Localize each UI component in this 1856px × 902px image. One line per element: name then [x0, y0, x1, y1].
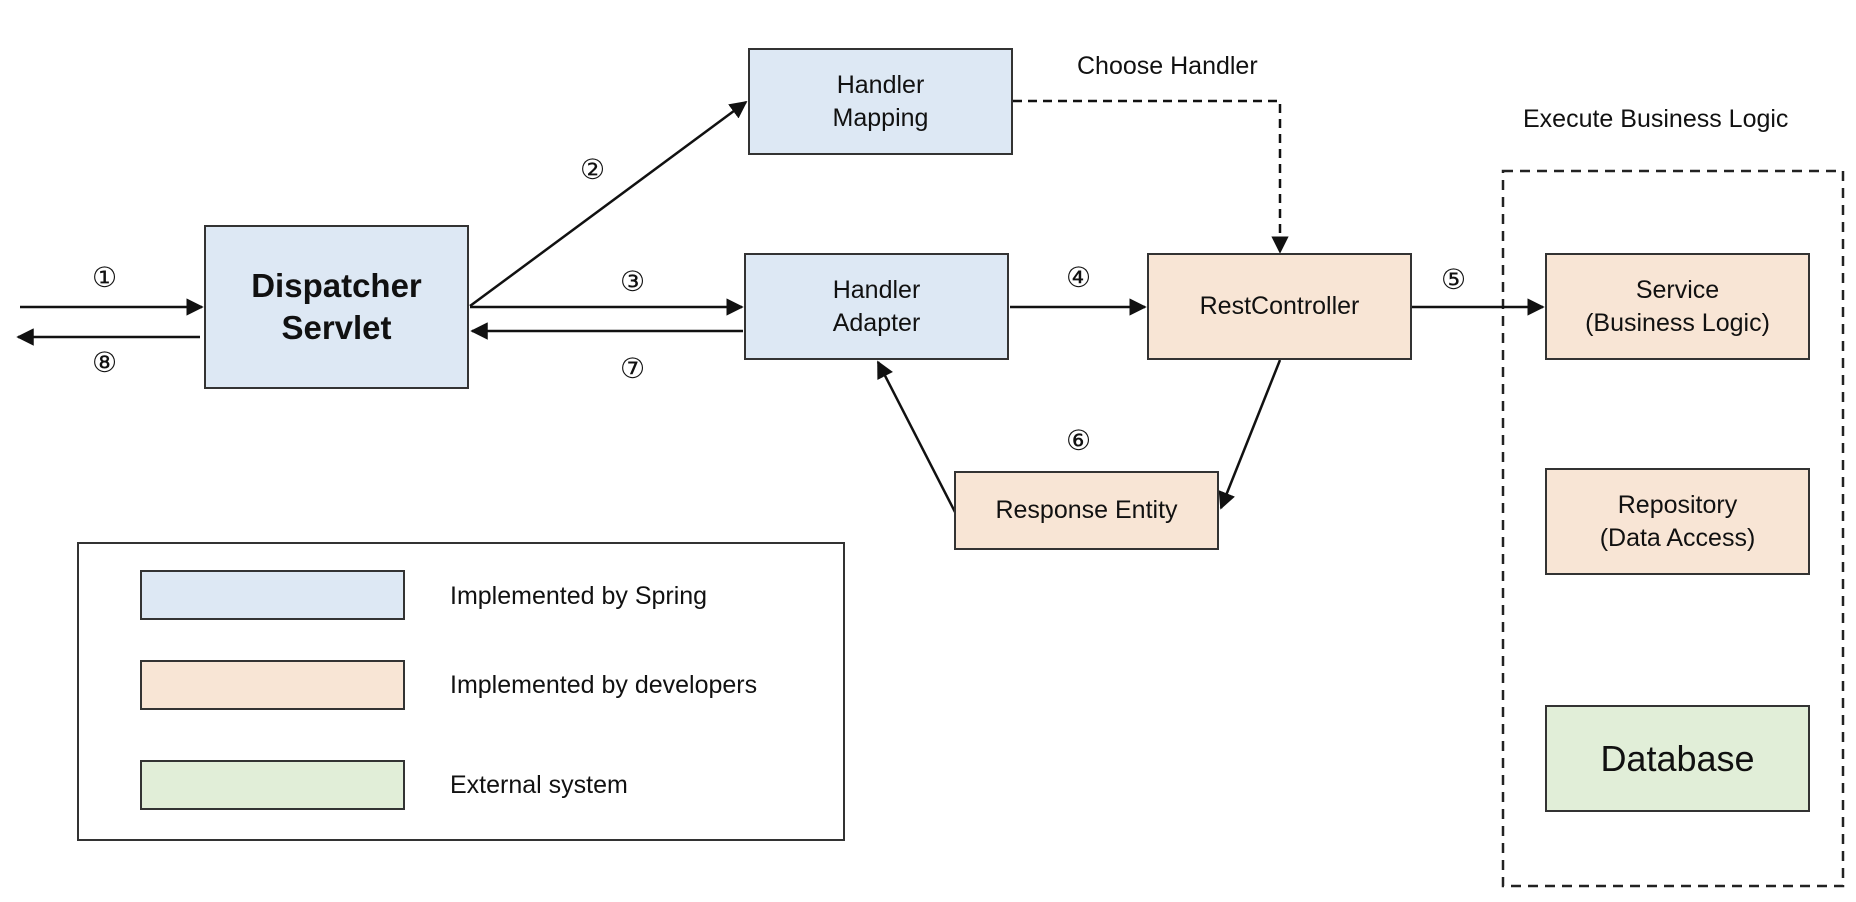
- legend-frame: [77, 542, 845, 841]
- database-label: Database: [1600, 738, 1755, 779]
- response-entity-label: Response Entity: [995, 496, 1178, 524]
- choose-handler-label: Choose Handler: [1077, 52, 1258, 80]
- execute-business-logic-label: Execute Business Logic: [1523, 105, 1789, 133]
- response-entity-box: Response Entity: [954, 471, 1219, 550]
- arrow-choose-handler: [1013, 99, 1289, 254]
- step-4-label: ④: [1066, 262, 1092, 293]
- arrow-to-handler-adapter-return: [876, 360, 957, 513]
- legend-label-developers: Implemented by developers: [450, 671, 758, 699]
- step-7-label: ⑦: [620, 353, 646, 384]
- step-6-label: ⑥: [1066, 425, 1092, 456]
- dispatcher-servlet-label: Dispatcher Servlet: [251, 267, 422, 346]
- legend-swatch-external: [140, 760, 405, 810]
- database-box: Database: [1545, 705, 1810, 812]
- handler-mapping-label: Handler Mapping: [832, 70, 929, 132]
- repository-label: Repository (Data Access): [1599, 490, 1756, 552]
- service-box: Service (Business Logic): [1545, 253, 1810, 360]
- dispatcher-servlet-box: Dispatcher Servlet: [204, 225, 469, 389]
- step-1-label: ①: [92, 262, 118, 293]
- service-label: Service (Business Logic): [1585, 275, 1770, 337]
- step-3-label: ③: [620, 266, 646, 297]
- step-5-label: ⑤: [1441, 264, 1467, 295]
- handler-adapter-label: Handler Adapter: [832, 275, 921, 337]
- business-logic-group: [1501, 169, 1845, 888]
- arrow-to-response-entity: [1218, 359, 1282, 510]
- arrow-to-handler-mapping: [469, 100, 748, 308]
- step-2-label: ②: [580, 154, 606, 185]
- legend-swatch-developers: [140, 660, 405, 710]
- legend-swatch-spring: [140, 570, 405, 620]
- step-8-label: ⑧: [92, 347, 118, 378]
- rest-controller-box: RestController: [1147, 253, 1412, 360]
- legend-label-external: External system: [450, 771, 628, 799]
- legend-label-spring: Implemented by Spring: [450, 582, 708, 610]
- handler-mapping-box: Handler Mapping: [748, 48, 1013, 155]
- repository-box: Repository (Data Access): [1545, 468, 1810, 575]
- handler-adapter-box: Handler Adapter: [744, 253, 1009, 360]
- rest-controller-label: RestController: [1199, 292, 1360, 320]
